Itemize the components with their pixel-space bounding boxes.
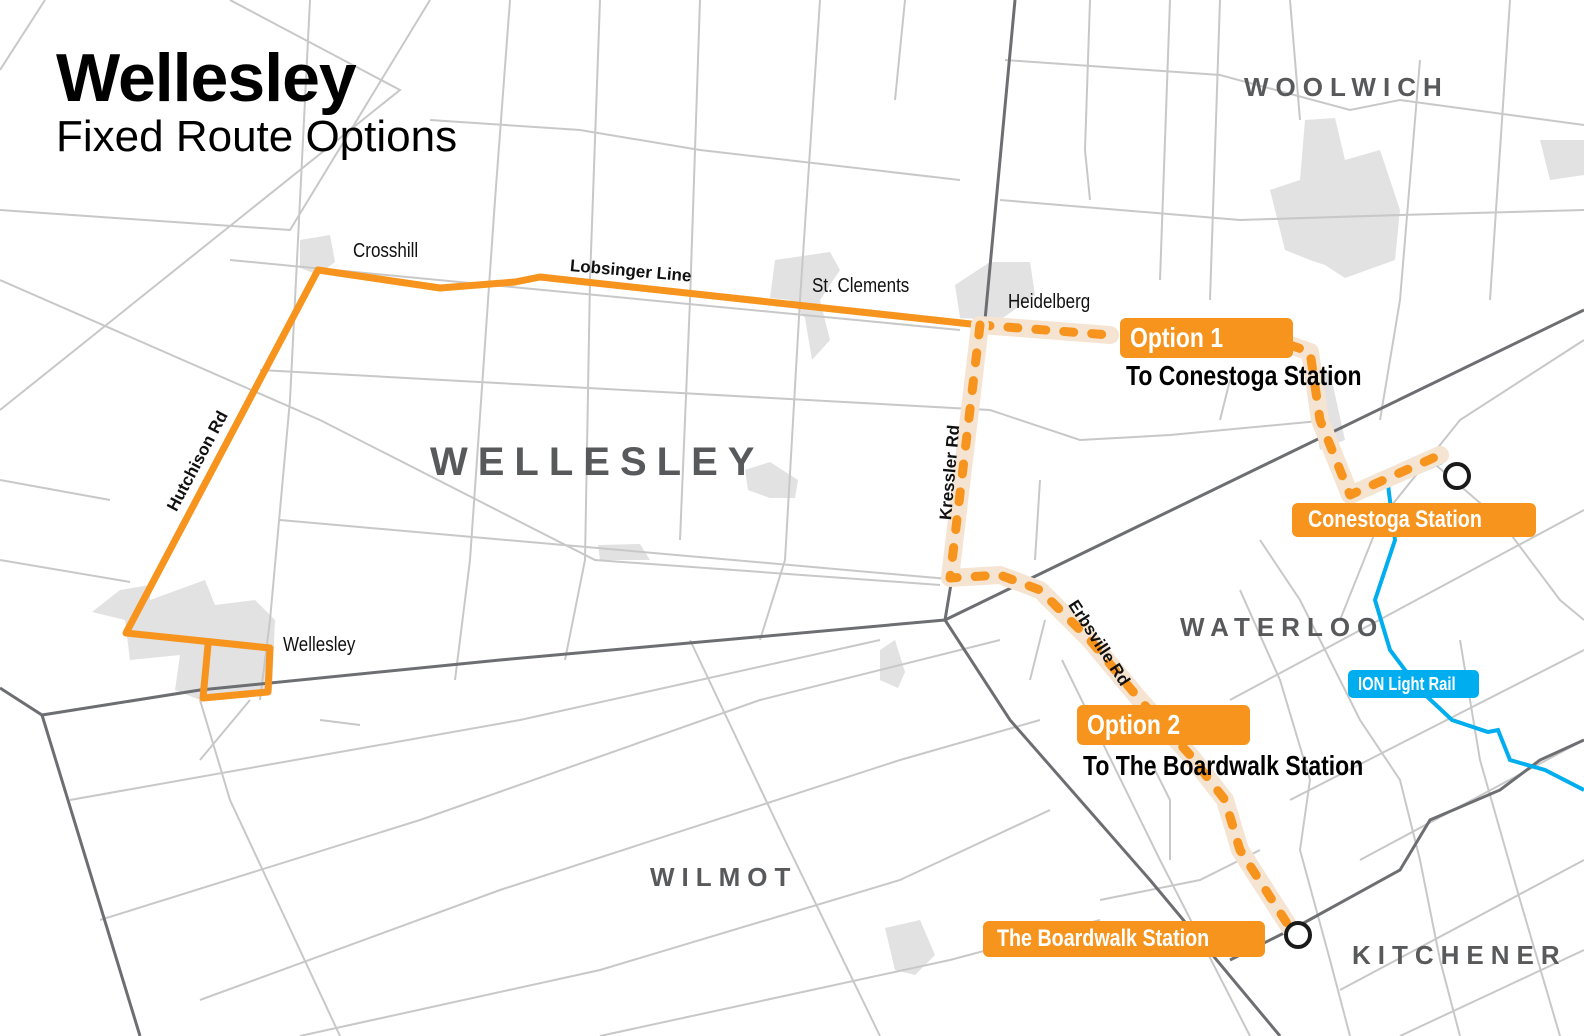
map-title-block: Wellesley Fixed Route Options: [56, 40, 457, 162]
ion-light-rail-label: ION Light Rail: [1358, 674, 1456, 694]
boardwalk-station-label: The Boardwalk Station: [997, 925, 1210, 952]
option-1-destination: To Conestoga Station: [1126, 360, 1362, 391]
fixed-route-wellesley-heidelberg: [122, 266, 981, 702]
region-label-wilmot: WILMOT: [650, 862, 798, 892]
map-subtitle: Fixed Route Options: [56, 112, 458, 161]
conestoga-station-marker[interactable]: [1443, 462, 1471, 490]
town-label-crosshill: Crosshill: [353, 240, 419, 262]
option-2-route: [941, 316, 1299, 937]
conestoga-station-label: Conestoga Station: [1308, 506, 1482, 533]
region-label-kitchener: KITCHENER: [1352, 940, 1567, 970]
option-2-label: Option 2: [1087, 709, 1181, 740]
town-label-st-clements: St. Clements: [812, 275, 910, 297]
town-label-heidelberg: Heidelberg: [1008, 291, 1091, 313]
option-1-label: Option 1: [1130, 322, 1224, 353]
option-2-badge[interactable]: Option 2: [1077, 705, 1250, 745]
boardwalk-station-marker[interactable]: [1284, 921, 1312, 949]
region-label-woolwich: WOOLWICH: [1244, 72, 1449, 102]
boardwalk-station-badge[interactable]: The Boardwalk Station: [983, 921, 1265, 957]
ion-light-rail-badge[interactable]: ION Light Rail: [1348, 670, 1479, 698]
region-label-wellesley: WELLESLEY: [430, 440, 765, 484]
settlement-areas: [92, 118, 1584, 975]
option-1-badge[interactable]: Option 1: [1120, 318, 1293, 358]
conestoga-station-badge[interactable]: Conestoga Station: [1292, 503, 1536, 537]
map-title: Wellesley: [56, 40, 357, 116]
option-2-destination: To The Boardwalk Station: [1083, 750, 1364, 781]
town-label-wellesley: Wellesley: [283, 634, 356, 656]
region-label-waterloo: WATERLOO: [1180, 612, 1385, 642]
option-1-route: [971, 316, 1449, 504]
